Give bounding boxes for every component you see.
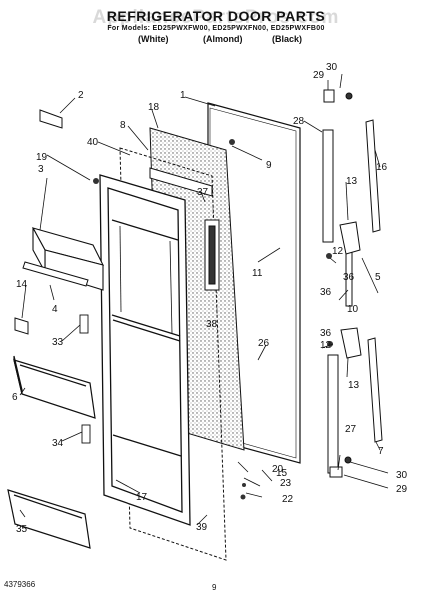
part-callout: 14 xyxy=(16,279,28,290)
hinge-channel-upper xyxy=(322,129,334,243)
part-callout: 7 xyxy=(378,446,384,457)
part-callout: 20 xyxy=(272,464,284,475)
clip-part xyxy=(39,109,63,129)
door-bin-lower xyxy=(7,489,91,549)
part-callout: 35 xyxy=(16,524,28,535)
page-number: 9 xyxy=(212,583,217,592)
part-callout: 8 xyxy=(120,120,126,131)
trim-strip xyxy=(22,261,89,287)
small-bracket-34 xyxy=(81,424,91,444)
part-callout: 9 xyxy=(266,160,272,171)
part-callout: 1 xyxy=(180,90,186,101)
part-callout: 33 xyxy=(52,337,64,348)
color-black: (Black) xyxy=(272,34,303,44)
hinge-channel-lower xyxy=(327,354,339,474)
part-callout: 5 xyxy=(375,272,381,283)
model-list: For Models: ED25PWXFW00, ED25PWXFN00, ED… xyxy=(107,25,325,32)
part-callout: 6 xyxy=(12,392,18,403)
page-title: REFRIGERATOR DOOR PARTS xyxy=(106,8,326,24)
part-callout: 30 xyxy=(396,470,408,481)
part-callouts: 1234567891011121213131415161718192022232… xyxy=(12,62,408,535)
top-hinge-bracket xyxy=(323,89,353,103)
part-callout: 13 xyxy=(348,380,360,391)
part-callout: 10 xyxy=(347,304,359,315)
hinge-lower xyxy=(340,327,362,359)
color-almond: (Almond) xyxy=(203,34,243,44)
color-white: (White) xyxy=(138,34,169,44)
part-callout: 27 xyxy=(345,424,357,435)
part-callout: 36 xyxy=(320,287,332,298)
part-callout: 12 xyxy=(320,340,332,351)
part-callout: 2 xyxy=(78,90,84,101)
inner-door-liner xyxy=(99,174,191,526)
part-callout: 28 xyxy=(293,116,305,127)
part-callout: 13 xyxy=(346,176,358,187)
part-callout: 12 xyxy=(332,246,344,257)
part-callout: 34 xyxy=(52,438,64,449)
color-legend: (White) (Almond) (Black) xyxy=(0,34,432,46)
part-callout: 40 xyxy=(87,137,99,148)
part-callout: 38 xyxy=(206,319,218,330)
part-callout: 36 xyxy=(343,272,355,283)
door-top-trim xyxy=(149,167,220,291)
part-callout: 30 xyxy=(326,62,338,73)
part-callout: 19 xyxy=(36,152,48,163)
part-callout: 18 xyxy=(148,102,160,113)
leader-lines xyxy=(19,73,389,526)
part-callout: 4 xyxy=(52,304,58,315)
small-bracket-33 xyxy=(79,314,89,334)
part-callout: 26 xyxy=(258,338,270,349)
part-callout: 29 xyxy=(313,70,325,81)
part-callout: 23 xyxy=(280,478,292,489)
bracket-part xyxy=(14,317,29,335)
part-callout: 37 xyxy=(197,187,209,198)
door-gasket xyxy=(119,147,227,561)
part-callout: 15 xyxy=(276,468,288,479)
part-callout: 36 xyxy=(320,328,332,339)
part-callout: 39 xyxy=(196,522,208,533)
handle-strip-16 xyxy=(365,119,381,233)
part-callout: 29 xyxy=(396,484,408,495)
watermark: AppliancePartsPros.com xyxy=(92,7,340,28)
part-callout: 17 xyxy=(136,492,148,503)
part-callout: 22 xyxy=(282,494,294,505)
part-callout: 16 xyxy=(376,162,388,173)
bottom-hinge-bracket xyxy=(329,456,352,478)
part-callout: 11 xyxy=(252,268,263,279)
door-bin-upper xyxy=(13,355,96,419)
document-number: 4379366 xyxy=(4,580,36,589)
part-callout: 3 xyxy=(38,164,44,175)
handle-strip-7 xyxy=(367,337,383,443)
hinge-upper xyxy=(339,221,361,255)
